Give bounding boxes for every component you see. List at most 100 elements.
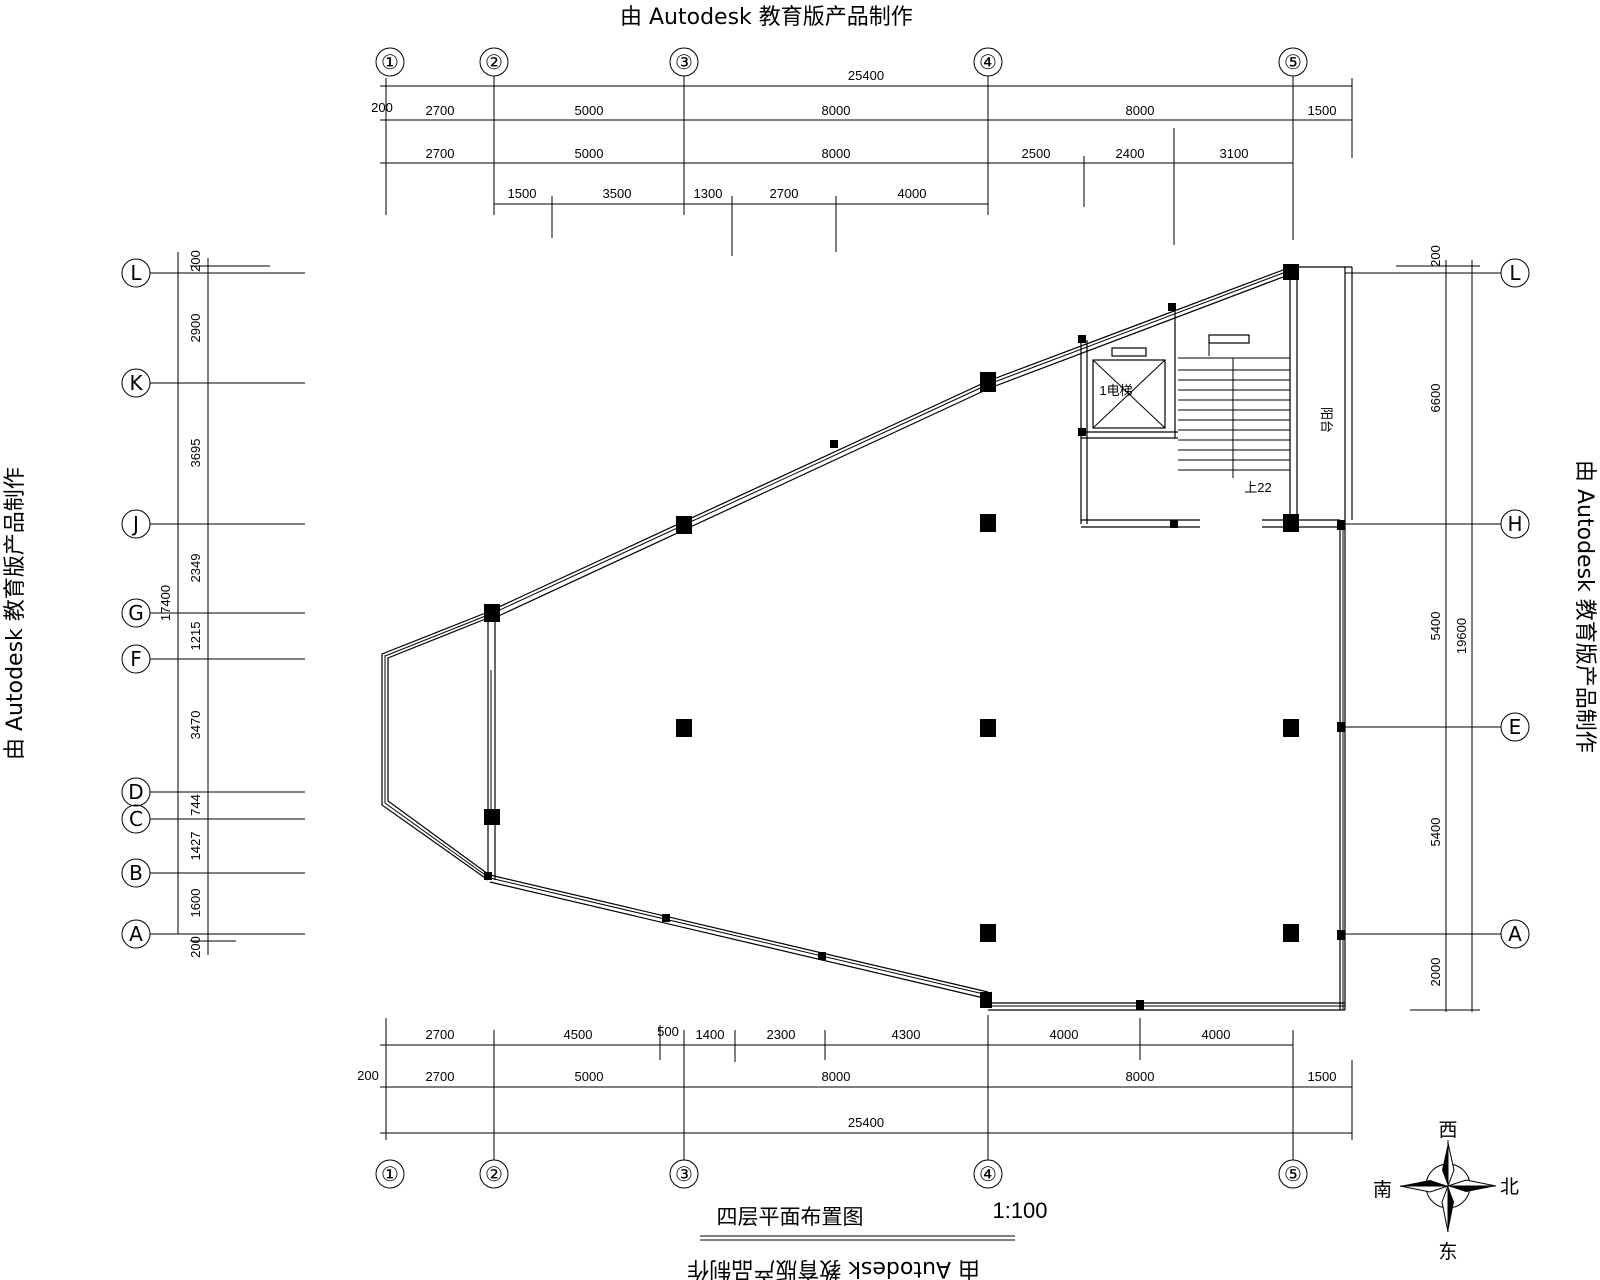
balcony-label: 阳台: [1319, 407, 1334, 433]
svg-text:H: H: [1507, 512, 1522, 536]
watermark-left: 由 Autodesk 教育版产品制作: [3, 467, 28, 760]
svg-text:2700: 2700: [426, 103, 455, 118]
svg-text:8000: 8000: [1126, 103, 1155, 118]
watermark-right: 由 Autodesk 教育版产品制作: [1572, 460, 1597, 753]
svg-text:②: ②: [485, 50, 503, 74]
watermark-top: 由 Autodesk 教育版产品制作: [620, 5, 913, 30]
svg-text:3695: 3695: [188, 439, 203, 468]
svg-text:2349: 2349: [188, 554, 203, 583]
svg-text:C: C: [129, 807, 143, 831]
top-dimension-block: ① ② ③ ④ ⑤ 25400 200 2700 5000 8000 8000 …: [371, 47, 1353, 256]
svg-text:6600: 6600: [1428, 384, 1443, 413]
svg-text:K: K: [129, 371, 143, 395]
compass-rose: 西 南 北 东: [1373, 1119, 1519, 1263]
svg-text:200: 200: [357, 1068, 379, 1083]
axis-bubble-L-left: L: [121, 258, 151, 288]
axis-bubble-2-bottom: ②: [479, 1159, 509, 1189]
svg-text:A: A: [1508, 922, 1522, 946]
axis-bubble-B-left: B: [121, 858, 151, 888]
svg-text:G: G: [128, 601, 144, 625]
svg-text:200: 200: [371, 100, 393, 115]
svg-text:J: J: [131, 512, 139, 536]
svg-text:500: 500: [657, 1024, 679, 1039]
svg-text:2700: 2700: [426, 1069, 455, 1084]
axis-bubble-L-right: L: [1500, 258, 1530, 288]
svg-text:1400: 1400: [696, 1027, 725, 1042]
svg-text:1600: 1600: [188, 889, 203, 918]
svg-text:④: ④: [979, 50, 997, 74]
svg-text:5000: 5000: [575, 103, 604, 118]
structural-columns: [484, 264, 1345, 1010]
svg-text:8000: 8000: [1126, 1069, 1155, 1084]
stair-label: 上22: [1244, 480, 1271, 495]
axis-bubble-G-left: G: [121, 598, 151, 628]
svg-text:2000: 2000: [1428, 958, 1443, 987]
svg-text:2700: 2700: [426, 1027, 455, 1042]
axis-bubble-5-bottom: ⑤: [1278, 1159, 1308, 1189]
svg-text:②: ②: [485, 1162, 503, 1186]
svg-text:5000: 5000: [575, 146, 604, 161]
svg-text:5000: 5000: [575, 1069, 604, 1084]
svg-text:8000: 8000: [822, 1069, 851, 1084]
svg-text:3100: 3100: [1220, 146, 1249, 161]
svg-text:③: ③: [675, 50, 693, 74]
axis-bubble-3-top: ③: [669, 47, 699, 77]
svg-text:2400: 2400: [1116, 146, 1145, 161]
svg-text:1500: 1500: [1308, 103, 1337, 118]
svg-text:200: 200: [188, 936, 203, 958]
svg-text:3470: 3470: [188, 711, 203, 740]
svg-text:B: B: [129, 861, 143, 885]
axis-bubble-H-right: H: [1500, 509, 1530, 539]
svg-text:2700: 2700: [770, 186, 799, 201]
drawing-scale: 1:100: [992, 1198, 1047, 1223]
svg-text:①: ①: [381, 1162, 399, 1186]
svg-text:17400: 17400: [158, 585, 173, 621]
left-dimension-block: L K J G F D C B A 200 2900 3695 2349 121…: [121, 250, 305, 958]
bottom-dimension-block: 2700 4500 500 1400 2300 4300 4000 4000 2…: [357, 1015, 1353, 1189]
svg-text:200: 200: [1428, 245, 1443, 267]
svg-text:200: 200: [188, 250, 203, 272]
svg-text:1427: 1427: [188, 832, 203, 861]
svg-text:⑤: ⑤: [1284, 50, 1302, 74]
drawing-title: 四层平面布置图: [717, 1205, 864, 1229]
svg-text:5400: 5400: [1428, 818, 1443, 847]
svg-text:A: A: [129, 922, 143, 946]
axis-bubble-J-left: J: [121, 509, 151, 539]
svg-text:25400: 25400: [848, 1115, 884, 1130]
axis-bubble-2-top: ②: [479, 47, 509, 77]
svg-text:4500: 4500: [564, 1027, 593, 1042]
axis-bubble-F-left: F: [121, 644, 151, 674]
staircase: [1178, 334, 1290, 478]
svg-text:F: F: [130, 647, 142, 671]
axis-bubble-4-top: ④: [973, 47, 1003, 77]
building-outline: 阳台 1电梯 上22: [381, 266, 1353, 1011]
elevator-car: [1092, 359, 1166, 429]
elevator-label: 1电梯: [1099, 383, 1132, 398]
svg-text:2300: 2300: [767, 1027, 796, 1042]
watermark-bottom: 由 Autodesk 教育版产品制作: [687, 1256, 980, 1280]
axis-bubble-E-right: E: [1500, 712, 1530, 742]
right-dimension-block: L H E A 200 6600 5400 5400 2000 19600: [1345, 245, 1530, 1012]
svg-text:25400: 25400: [848, 68, 884, 83]
svg-text:8000: 8000: [822, 146, 851, 161]
svg-text:4000: 4000: [898, 186, 927, 201]
compass-east: 东: [1438, 1241, 1457, 1263]
svg-text:4000: 4000: [1202, 1027, 1231, 1042]
svg-text:E: E: [1509, 715, 1522, 739]
axis-bubble-1-bottom: ①: [375, 1159, 405, 1189]
axis-bubble-A-left: A: [121, 919, 151, 949]
svg-text:2900: 2900: [188, 314, 203, 343]
svg-text:3500: 3500: [603, 186, 632, 201]
axis-bubble-5-top: ⑤: [1278, 47, 1308, 77]
svg-text:4000: 4000: [1050, 1027, 1079, 1042]
svg-text:③: ③: [675, 1162, 693, 1186]
svg-text:1300: 1300: [694, 186, 723, 201]
svg-text:1500: 1500: [1308, 1069, 1337, 1084]
compass-west: 西: [1438, 1119, 1457, 1141]
axis-bubble-1-top: ①: [375, 47, 405, 77]
axis-bubble-3-bottom: ③: [669, 1159, 699, 1189]
axis-bubble-D-left: D: [121, 777, 151, 807]
svg-text:L: L: [130, 261, 142, 285]
axis-bubble-K-left: K: [121, 368, 151, 398]
